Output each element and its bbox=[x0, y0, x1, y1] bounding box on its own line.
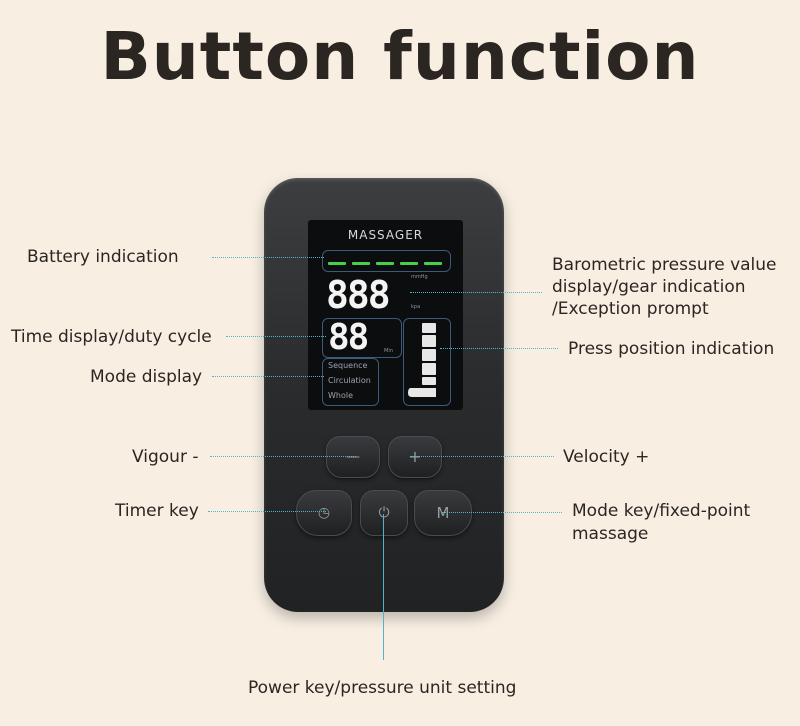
leader-mode-display bbox=[212, 376, 324, 377]
leader-velocity bbox=[410, 456, 554, 457]
mode-button[interactable]: M bbox=[414, 490, 472, 536]
lcd-screen bbox=[308, 220, 463, 410]
leader-power bbox=[383, 514, 384, 660]
leg-position-icon bbox=[408, 323, 436, 397]
velocity-plus-button[interactable]: + bbox=[388, 436, 442, 478]
label-timer: Timer key bbox=[115, 501, 199, 521]
power-icon: ⏻ bbox=[378, 505, 390, 521]
pressure-display: 888 bbox=[326, 273, 391, 317]
mode-whole: Whole bbox=[328, 391, 354, 400]
label-mode-key-line2: massage bbox=[572, 524, 649, 544]
vigour-minus-button[interactable]: — bbox=[326, 436, 380, 478]
power-button[interactable]: ⏻ bbox=[360, 490, 408, 536]
mode-circulation: Circulation bbox=[328, 376, 371, 385]
press-position-frame bbox=[403, 318, 451, 406]
page-title: Button function bbox=[100, 18, 700, 95]
time-unit: Min bbox=[384, 348, 393, 354]
leader-pressure bbox=[410, 292, 542, 293]
label-vigour: Vigour - bbox=[132, 447, 199, 467]
mode-display bbox=[322, 358, 379, 406]
battery-segment bbox=[352, 262, 370, 265]
minus-icon: — bbox=[346, 449, 360, 465]
battery-segment bbox=[400, 262, 418, 265]
label-power: Power key/pressure unit setting bbox=[248, 678, 517, 698]
label-pressure-line3: /Exception prompt bbox=[552, 299, 709, 319]
battery-indicator bbox=[322, 250, 451, 272]
time-display: 88 bbox=[328, 317, 369, 358]
label-pressure-line2: display/gear indication bbox=[552, 277, 746, 297]
label-press-position: Press position indication bbox=[568, 339, 775, 359]
mode-sequence: Sequence bbox=[328, 361, 368, 370]
brand-label: MASSAGER bbox=[347, 228, 424, 242]
timer-button[interactable]: ◷ bbox=[296, 490, 352, 536]
label-battery: Battery indication bbox=[27, 247, 179, 267]
leader-battery bbox=[212, 257, 324, 258]
battery-segment bbox=[376, 262, 394, 265]
label-velocity: Velocity + bbox=[563, 447, 650, 467]
battery-segment bbox=[424, 262, 442, 265]
time-display-frame bbox=[322, 318, 402, 358]
label-mode-key-line1: Mode key/fixed-point bbox=[572, 501, 751, 521]
clock-icon: ◷ bbox=[317, 505, 331, 521]
leader-time bbox=[226, 336, 326, 337]
label-mode-display: Mode display bbox=[90, 367, 203, 387]
pressure-unit-mmhg: mmHg bbox=[411, 274, 428, 280]
label-time: Time display/duty cycle bbox=[11, 327, 212, 347]
leader-vigour bbox=[210, 456, 356, 457]
leader-press-position bbox=[440, 348, 558, 349]
battery-segment bbox=[328, 262, 346, 265]
leader-timer bbox=[208, 511, 326, 512]
label-pressure-line1: Barometric pressure value bbox=[552, 255, 777, 275]
leader-mode-key bbox=[442, 512, 562, 513]
mode-icon: M bbox=[436, 504, 450, 522]
pressure-unit-kpa: kpa bbox=[411, 304, 421, 310]
